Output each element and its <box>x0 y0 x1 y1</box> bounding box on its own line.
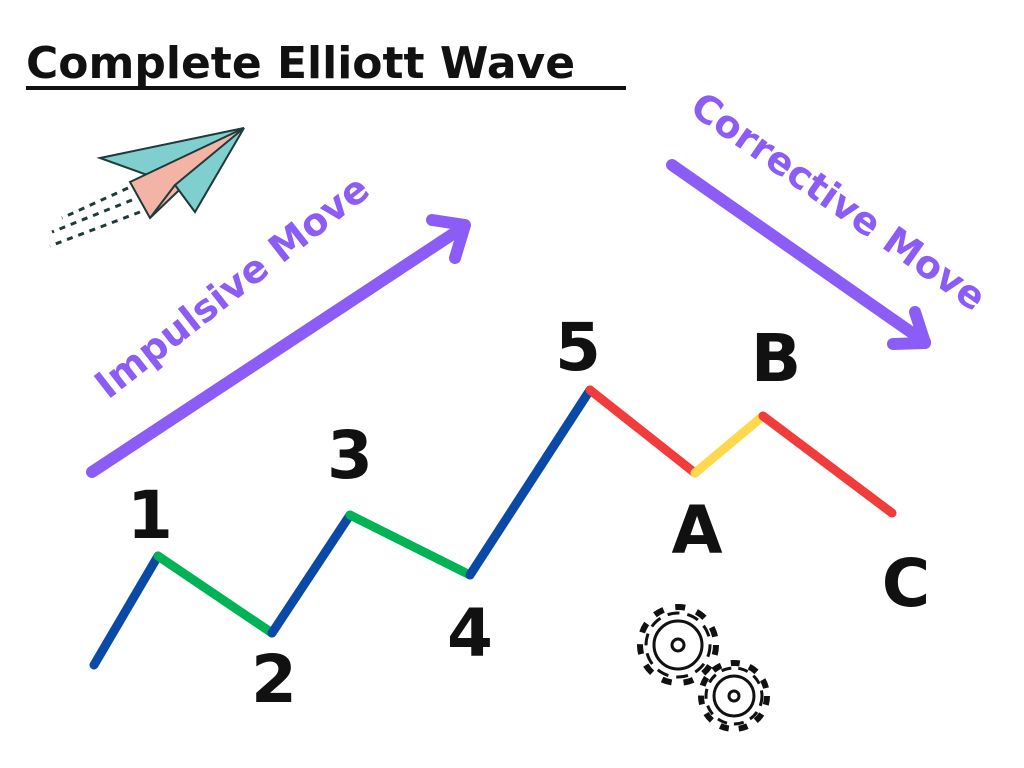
wave-label-c: C <box>882 545 930 622</box>
wave-segment-5 <box>465 385 595 580</box>
wave-segment-3 <box>267 510 355 638</box>
wave-label-3: 3 <box>327 417 373 494</box>
wave-segment-2 <box>153 551 277 638</box>
impulsive-arrow <box>86 214 471 478</box>
wave-segment-c <box>758 411 897 518</box>
wave-segment-1 <box>89 551 163 670</box>
paper-plane-icon <box>49 127 245 248</box>
wave-segment-a <box>585 385 700 478</box>
wave-segment-b <box>690 411 768 478</box>
wave-label-b: B <box>751 320 801 397</box>
wave-label-5: 5 <box>555 309 601 386</box>
wave-label-2: 2 <box>251 641 297 718</box>
wave-label-a: A <box>671 492 722 569</box>
wave-label-1: 1 <box>127 477 173 554</box>
corrective-arrow <box>666 159 931 350</box>
page-title: Complete Elliott Wave <box>26 38 575 89</box>
wave-label-4: 4 <box>447 595 493 672</box>
gears-icon <box>637 604 770 732</box>
wave-segment-4 <box>345 510 475 580</box>
